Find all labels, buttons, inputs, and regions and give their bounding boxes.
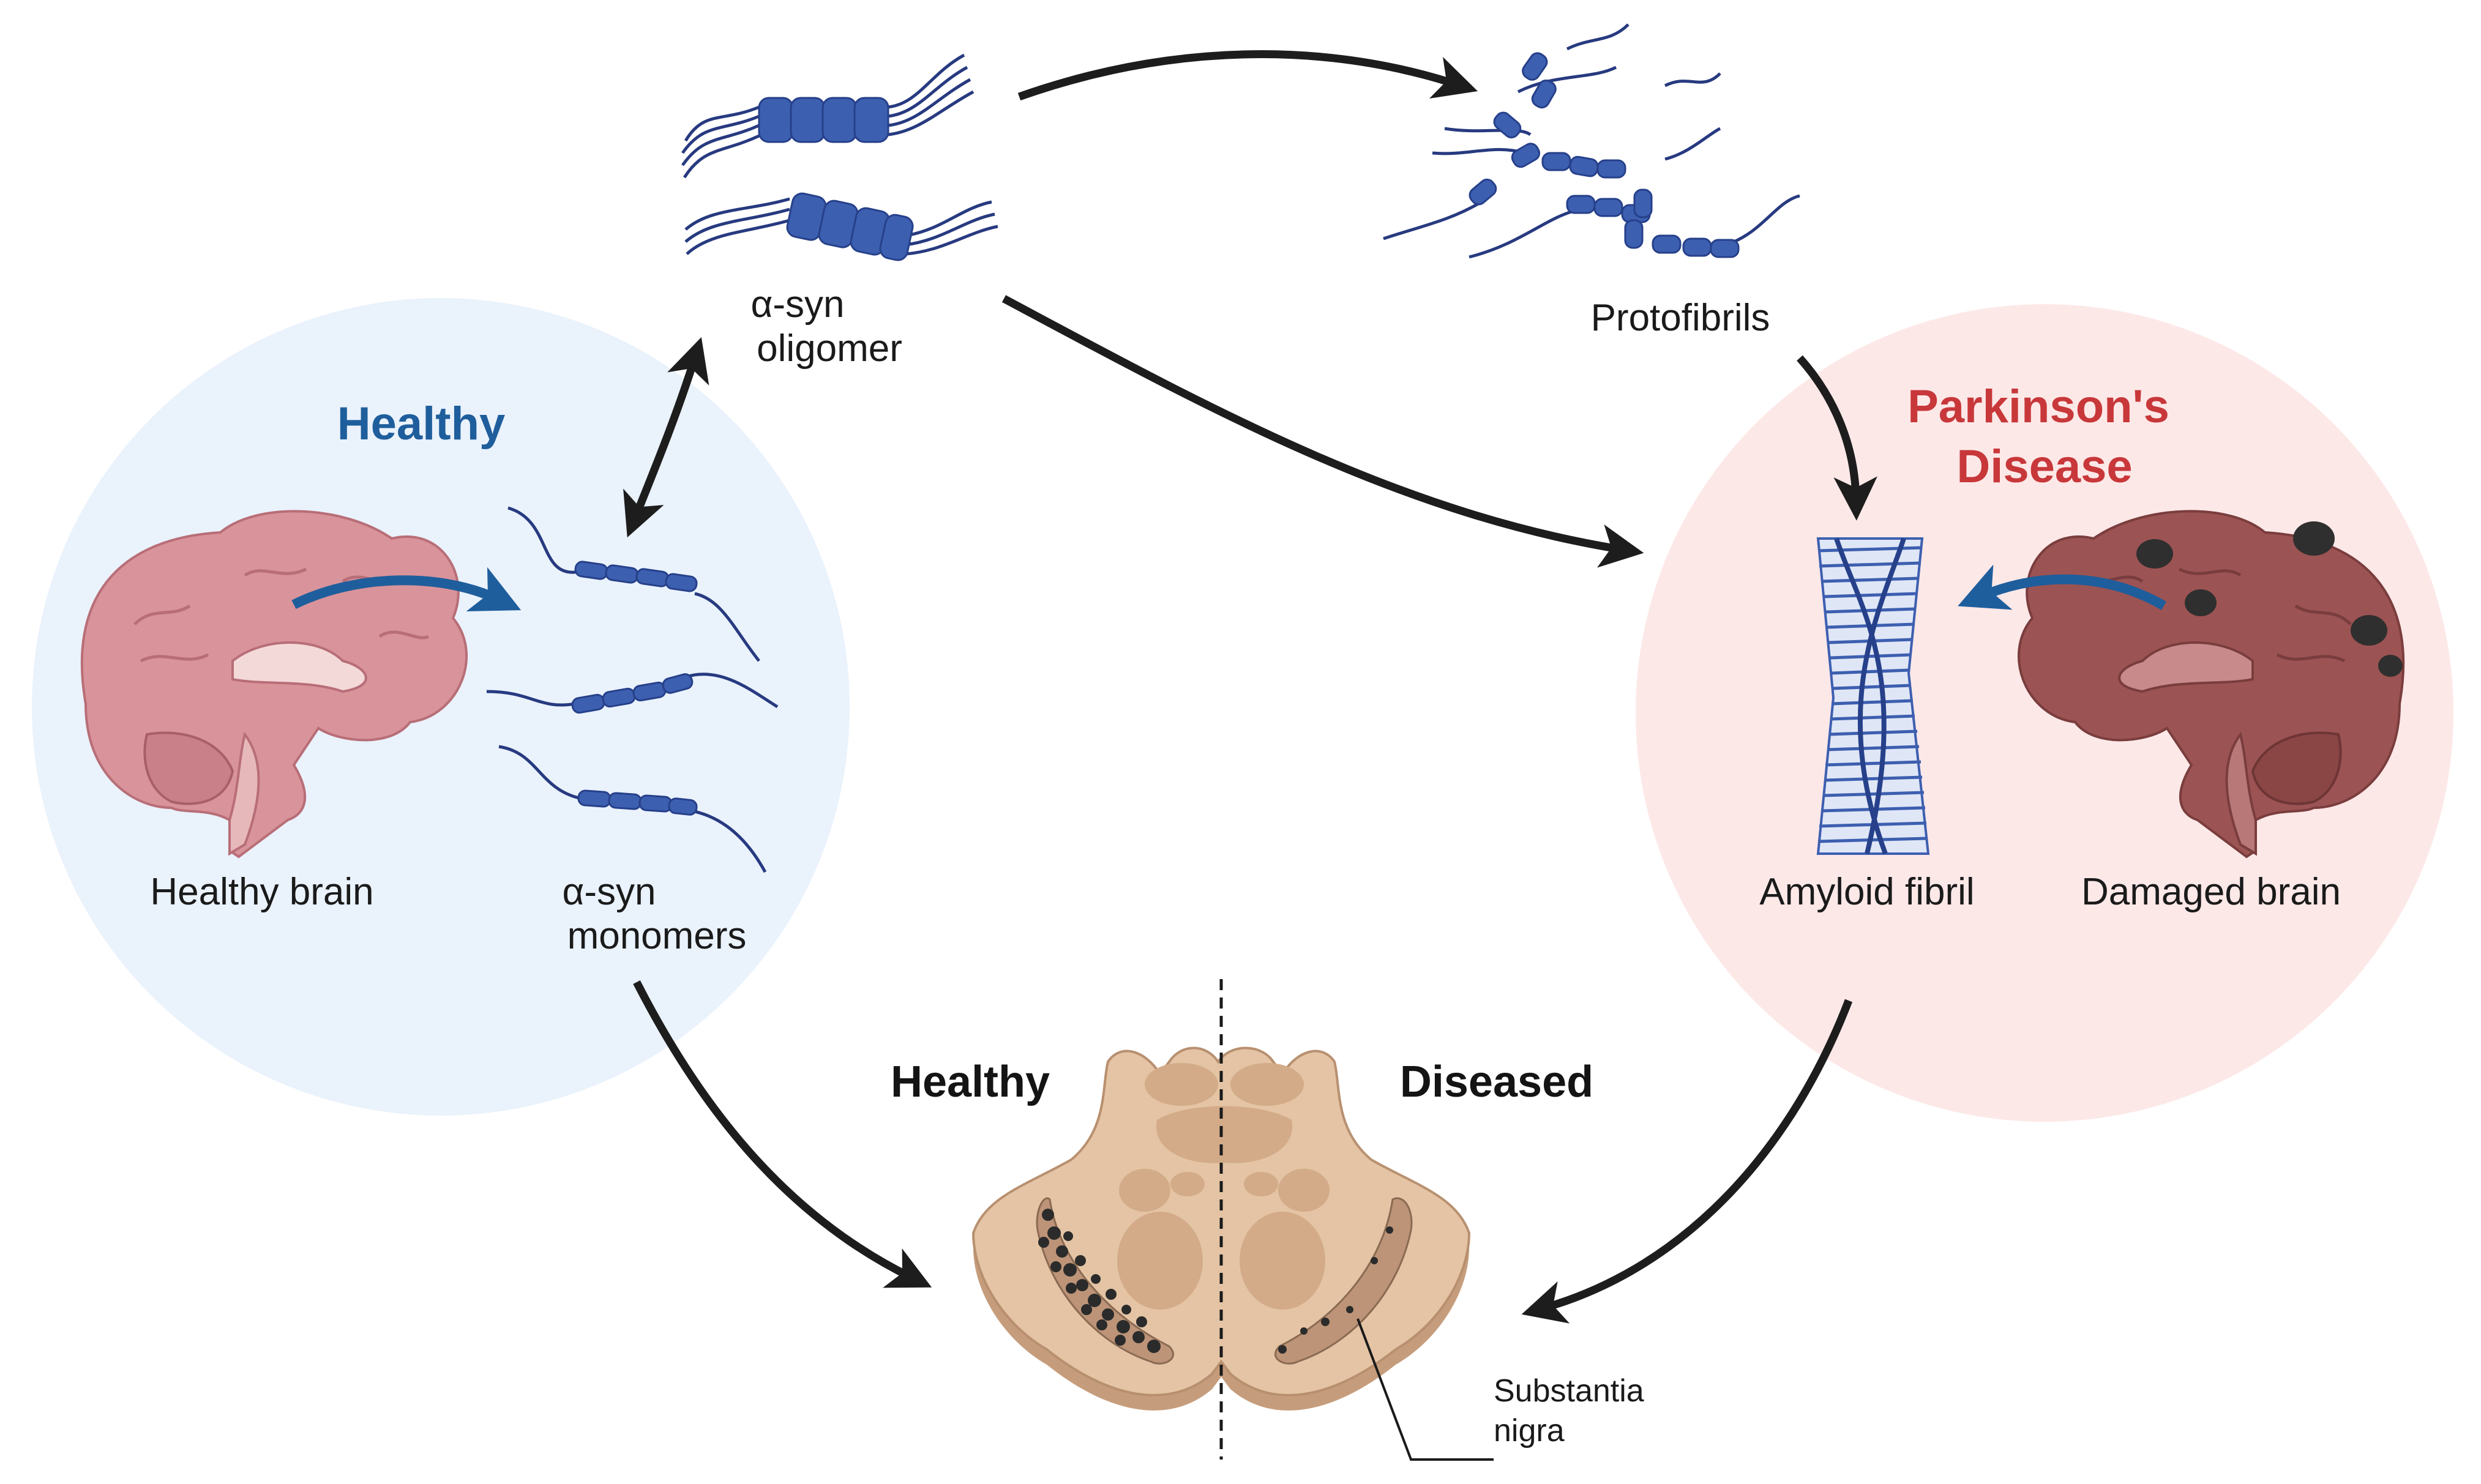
- arrow-monomers-to-midbrain: [633, 980, 932, 1288]
- disease-panel-title-line2: Disease: [1956, 441, 2132, 493]
- damaged-brain-label: Damaged brain: [2081, 871, 2341, 913]
- substantia-nigra-label-line1: Substantia: [1494, 1373, 1644, 1409]
- protofibrils-icon: [1383, 23, 1800, 259]
- arrow-protofibrils-to-fibril: [1797, 355, 1877, 521]
- damaged-brain-icon: [2017, 510, 2405, 859]
- amyloid-fibril-icon: [1816, 537, 1930, 855]
- healthy-panel-title: Healthy: [337, 398, 506, 450]
- arrow-oligomer-to-fibril: [1001, 295, 1644, 568]
- substantia-nigra-leader: [1357, 1318, 1494, 1461]
- healthy-brain-arrow: [291, 567, 522, 612]
- monomers-label-line1: α-syn: [563, 871, 656, 913]
- substantia-nigra-label-line2: nigra: [1494, 1413, 1565, 1449]
- monomer-icon: [486, 506, 779, 873]
- oligomer-label-line1: α-syn: [751, 283, 845, 326]
- protofibrils-label: Protofibrils: [1591, 297, 1770, 339]
- midbrain-healthy-label: Healthy: [891, 1057, 1050, 1106]
- arrow-fibril-to-midbrain: [1521, 999, 1853, 1324]
- oligomer-icon: [681, 53, 998, 261]
- arrow-oligomer-monomers-bidirectional: [623, 337, 709, 538]
- midbrain-diseased-label: Diseased: [1400, 1057, 1593, 1106]
- disease-panel-title-line1: Parkinson's: [1907, 381, 2169, 433]
- healthy-brain-icon: [80, 510, 468, 859]
- healthy-brain-label: Healthy brain: [150, 871, 373, 913]
- amyloid-fibril-label: Amyloid fibril: [1759, 871, 1974, 913]
- arrow-oligomer-to-protofibrils: [1017, 50, 1478, 101]
- oligomer-label-line2: oligomer: [757, 327, 902, 370]
- monomers-label-line2: monomers: [567, 915, 747, 957]
- damaged-brain-arrow: [1958, 564, 2167, 610]
